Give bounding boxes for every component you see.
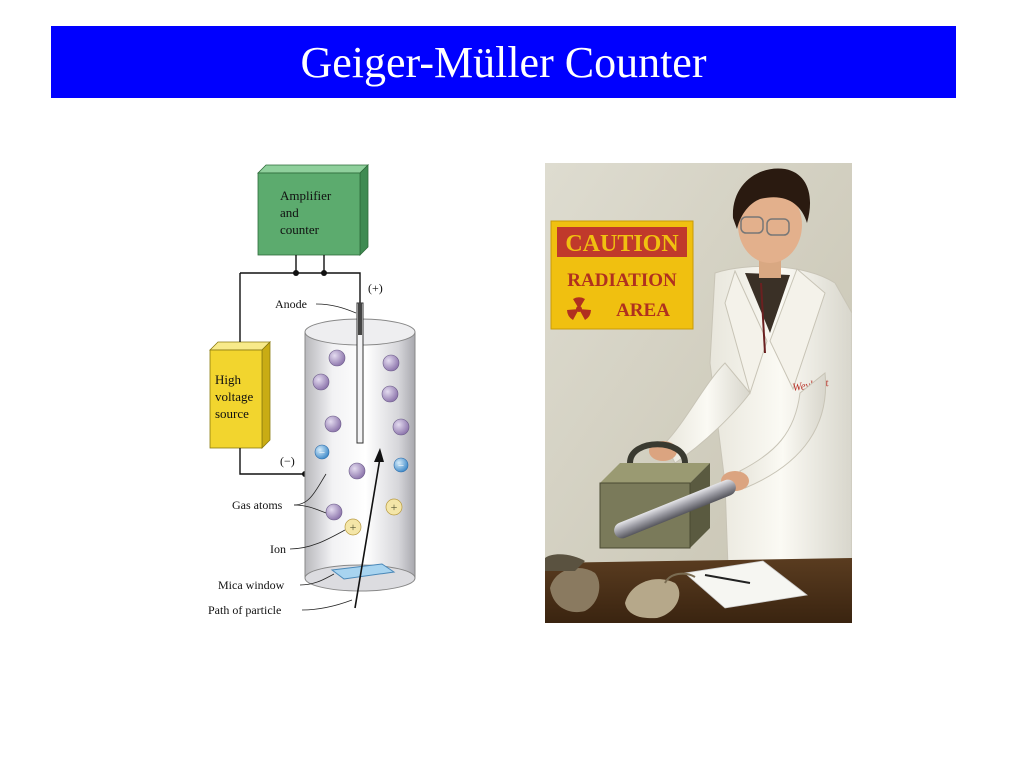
amplifier-label-line-1: Amplifier (280, 188, 332, 203)
voltage-label-line-3: source (215, 406, 249, 421)
gas-atoms (312, 349, 410, 521)
amplifier-label-line-3: counter (280, 222, 320, 237)
plus-terminal-label: (+) (368, 281, 383, 295)
mica-window (330, 563, 396, 580)
svg-text:−: − (319, 447, 325, 459)
svg-text:−: − (398, 460, 404, 472)
electrons: − − (314, 444, 409, 473)
mica-window-label: Mica window (218, 578, 285, 592)
svg-text:+: + (391, 500, 398, 514)
ions: + + (344, 498, 403, 536)
amplifier-label-line-2: and (280, 205, 299, 220)
geiger-probe (614, 479, 736, 539)
minus-terminal-label: (−) (280, 454, 295, 468)
radiation-trefoil-icon (567, 297, 591, 320)
leader-lines (289, 303, 357, 611)
particle-path (354, 448, 384, 609)
svg-text:+: + (350, 520, 357, 534)
amplifier-box: Amplifier and counter (257, 164, 369, 256)
sign-radiation-text: RADIATION (567, 270, 677, 291)
scientist-figure: Weyhart (649, 168, 852, 623)
ion-label: Ion (270, 542, 286, 556)
voltage-label-line-1: High (215, 372, 242, 387)
particle-path-label: Path of particle (208, 603, 281, 617)
sign-area-text: AREA (616, 300, 670, 321)
caution-sign: CAUTION RADIATION AREA (550, 220, 694, 330)
gas-atoms-label: Gas atoms (232, 498, 283, 512)
wire-junction (293, 270, 299, 276)
geiger-diagram: Amplifier and counter High voltage sourc… (200, 160, 440, 630)
voltage-label-line-2: voltage (215, 389, 253, 404)
wire-junction (321, 270, 327, 276)
slide-title: Geiger-Müller Counter (300, 37, 707, 87)
anode-wire (356, 302, 364, 444)
anode-label: Anode (275, 297, 307, 311)
scientist-photo: CAUTION RADIATION AREA (545, 163, 852, 623)
sign-caution-text: CAUTION (565, 231, 679, 257)
voltage-source-box: High voltage source (209, 341, 271, 449)
title-bar: Geiger-Müller Counter (51, 26, 956, 98)
table (545, 554, 852, 623)
